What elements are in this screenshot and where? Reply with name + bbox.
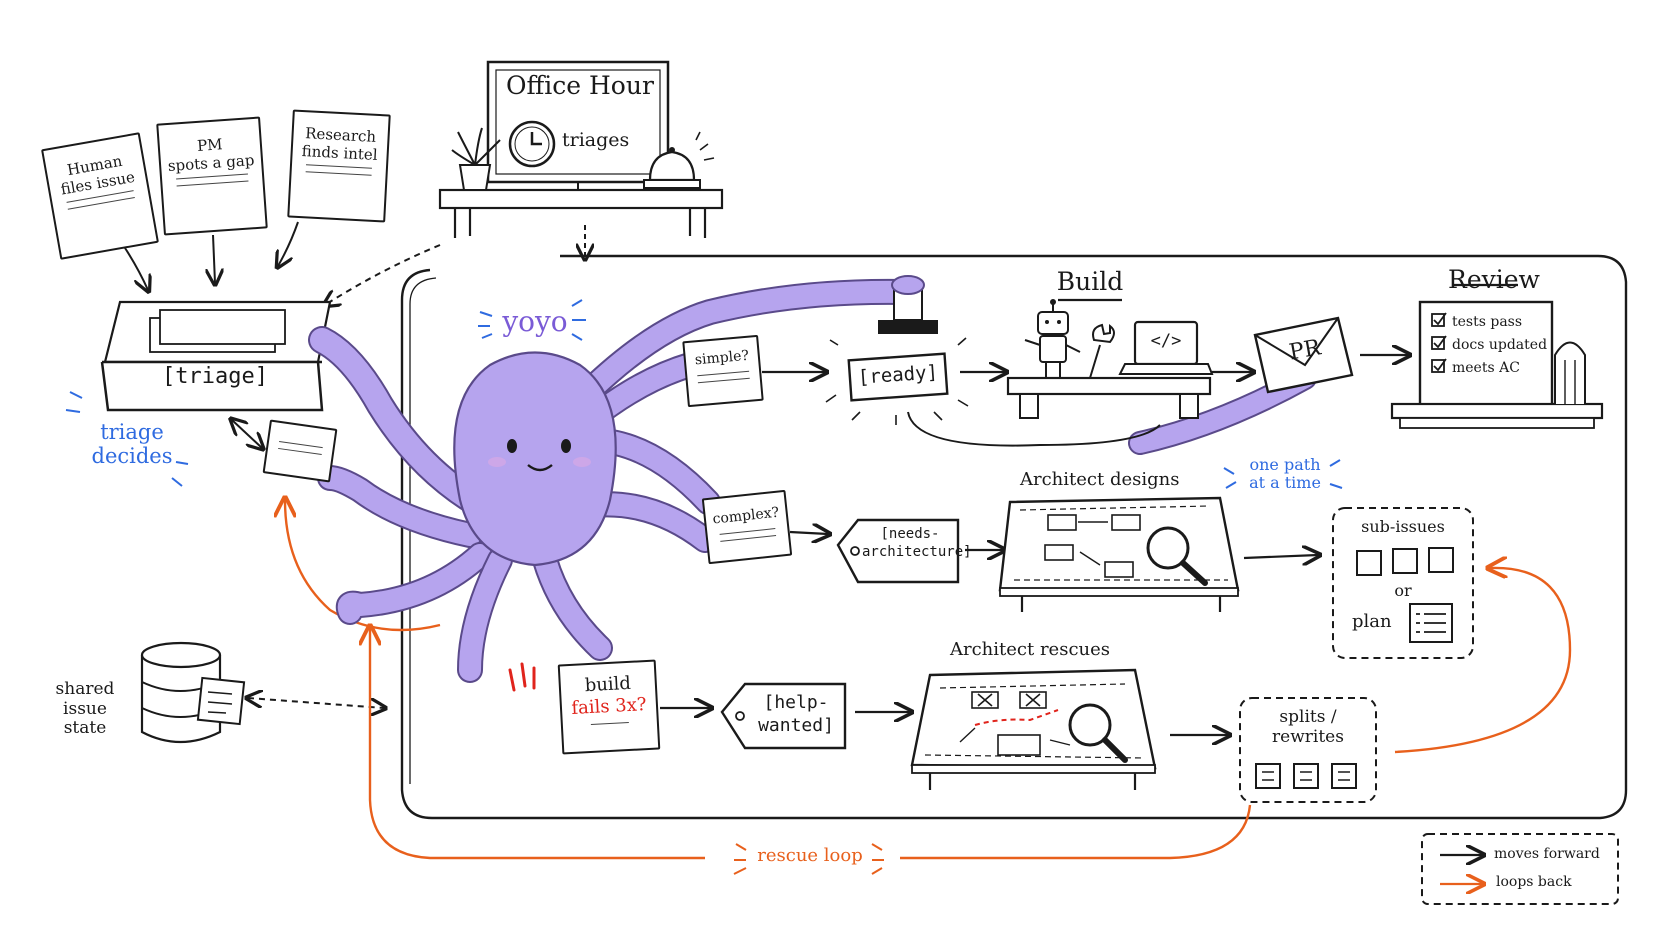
review-board [1390,283,1604,429]
triage-bin-label: [triage] [162,364,268,389]
office-hour-title: Office Hour [506,71,654,100]
arrow-office-to-triage [325,244,441,305]
clock-icon [508,120,556,168]
review-check-3: meets AC [1452,360,1520,376]
plant-icon [451,127,501,191]
review-check-2: docs updated [1452,337,1548,353]
shared-line3: state [63,718,107,739]
architect-design-table [998,496,1240,612]
workflow-frame [400,254,1628,820]
note-research: Research finds intel [287,109,391,223]
name-sparkles [478,299,586,341]
arrow-pm-to-triage [213,234,215,283]
needs-architecture-line1: [needs- [880,526,940,542]
subissues-title: sub-issues [1361,517,1445,536]
splits-line1: splits / [1279,707,1337,727]
subissues-plan: plan [1352,611,1392,632]
checkbox-icons [1431,312,1447,373]
help-wanted-line2: wanted] [758,714,834,736]
arrow-complex-to-tag [789,532,828,534]
triage-decides-line1: triage [100,420,164,444]
architect-designs-label: Architect designs [1020,469,1180,490]
needs-architecture-line2: architecture] [862,543,972,560]
rescue-loop-path [370,628,1252,860]
arrow-research-to-triage [278,221,299,266]
legend-forward: moves forward [1494,846,1600,862]
octopus-yoyo [308,278,1317,683]
shared-line2: issue [63,698,107,719]
help-wanted-tag [720,682,847,750]
ready-tag-box [825,337,969,425]
legend-back: loops back [1496,874,1572,890]
code-icon: </> [1150,331,1182,351]
triage-card [262,419,338,483]
help-wanted-label: [help- wanted] [750,692,842,737]
one-path-line1: one path [1249,455,1321,474]
arrow-triage-to-card [232,420,262,448]
pr-envelope [1253,316,1354,394]
one-path-label: one path at a time [1240,455,1330,493]
triage-decides-line2: decides [91,444,173,469]
splits-line2: rewrites [1272,726,1344,747]
octopus-face [488,439,591,472]
database-icon [140,641,246,744]
help-wanted-line1: [help- [763,692,829,713]
bell-icon [643,131,715,189]
wrench-icon [1089,323,1115,379]
shared-line1: shared [55,679,115,699]
build-desk [1006,298,1212,419]
arrow-human-to-triage [124,247,148,290]
magnifier-icon-2 [1068,703,1128,763]
review-check-1: tests pass [1452,314,1523,330]
note-human: Human files issue [41,132,159,260]
subissues-box [1332,507,1474,659]
shared-state-label: shared issue state [50,679,120,739]
ready-to-pr-link [907,411,1161,447]
splits-box [1239,697,1377,803]
architect-rescue-table [910,668,1157,790]
subissues-or: or [1394,581,1412,600]
fails-line2: fails 3x? [570,693,648,719]
laptop-icon [1118,320,1214,375]
loop-back-to-triage [285,500,441,632]
robot-icon [1024,299,1081,378]
arrow-state-sync [248,698,384,708]
office-hour-subtitle: triages [562,129,630,151]
simple-label: simple? [694,347,750,369]
octopus-name: yoyo [502,305,568,338]
alert-icon [508,662,536,692]
note-pm: PM spots a gap [156,116,268,236]
needs-architecture-label: [needs- architecture] [862,526,972,561]
complex-label: complex? [711,504,780,528]
simple-card: simple? [682,334,764,408]
fails-card: build fails 3x? [557,659,661,755]
loop-splits-to-subissues [1394,568,1572,754]
rescue-loop-label: rescue loop [757,845,863,866]
review-title: Review [1448,265,1540,294]
triage-decides-label: triage decides [82,420,182,468]
complex-card: complex? [701,489,793,565]
triage-bin [100,300,332,412]
stamp-icon [878,275,938,334]
one-path-line2: at a time [1249,473,1321,493]
splits-label: splits / rewrites [1240,707,1376,747]
note-research-line2: finds intel [301,142,379,164]
needs-architecture-tag [836,518,960,584]
legend-box [1421,833,1619,905]
magnifier-icon [1146,526,1208,586]
arrow-design-to-subissues [1243,555,1318,558]
architect-rescues-label: Architect rescues [950,639,1111,660]
build-title: Build [1056,267,1124,296]
